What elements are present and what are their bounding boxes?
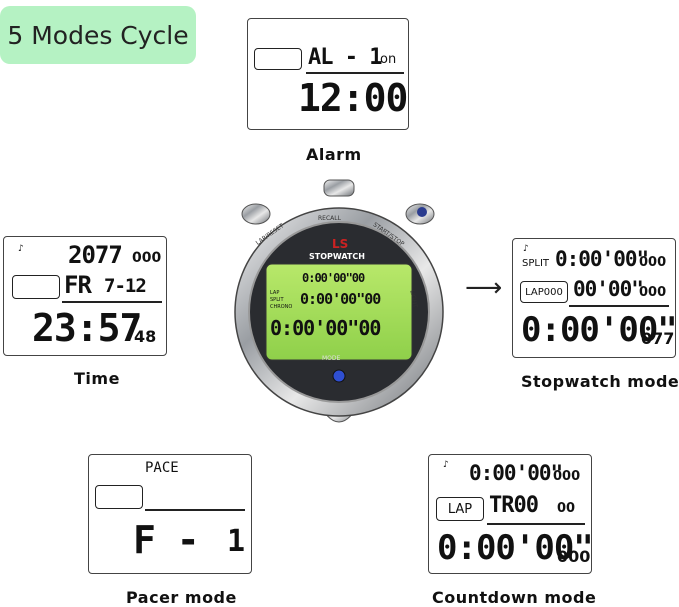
time-seconds: 48 [134,327,157,346]
stopwatch-device: LS [234,179,444,423]
stopwatch-row2-small: 000 [639,285,667,300]
lcd-row2: 0:00'00"00 [300,290,381,308]
alarm-on-label: on [380,52,397,67]
time-year-small: 000 [132,250,162,266]
crown-button[interactable] [323,179,355,197]
watch-btn-mode: MODE [322,355,341,362]
countdown-tr-small: 00 [557,501,576,516]
lcd-chrono: CHRONO [270,304,293,310]
time-caption: Time [74,369,120,388]
time-panel: ♪ 2077 000 FR 7-12 23:57 48 [3,236,167,356]
time-divider [62,301,162,303]
time-date: 7-12 [104,275,147,297]
stopwatch-panel: ♪ SPLIT 0:00'00" 000 LAP000 00'00" 000 0… [512,238,678,358]
time-main: 23:57 [32,306,142,350]
pacer-caption: Pacer mode [126,588,237,607]
countdown-row1-small: 000 [553,469,581,484]
pacer-panel: PACE F - 1 [88,454,252,574]
alarm-indicator-box [254,48,302,70]
pacer-divider [145,509,245,511]
countdown-tr: TR00 [489,493,539,518]
alarm-main-time: 12:00 [298,76,408,120]
countdown-caption: Countdown mode [432,588,597,607]
watch-brand: STOPWATCH [309,252,365,261]
alarm-caption: Alarm [306,145,362,164]
countdown-row1: 0:00'00" [469,461,563,485]
stopwatch-main: 0:00'00" [521,310,678,350]
watch-btn-recall: RECALL [318,215,341,222]
countdown-divider [487,523,585,525]
modes-badge: 5 Modes Cycle [0,6,196,64]
lcd-split: SPLIT [270,297,284,303]
stopwatch-lap-box: LAP000 [520,281,568,303]
countdown-main-small: 000 [557,547,591,566]
stopwatch-row1: 0:00'00" [555,247,649,271]
stopwatch-split-label: SPLIT [522,258,550,269]
arrow-icon: ⟶ [465,273,503,303]
countdown-lap-box: LAP [436,497,484,521]
stopwatch-note-icon: ♪ [523,244,529,254]
stopwatch-caption: Stopwatch mode [521,372,679,391]
time-year: 2077 [68,241,123,269]
countdown-note-icon: ♪ [443,460,449,470]
time-indicator-box [12,275,60,299]
pacer-value: 1 [227,524,245,559]
right-button-cap [417,207,427,217]
pacer-indicator-box [95,485,143,509]
left-button[interactable] [241,203,271,225]
lcd-row1: 0:00'00"00 [302,271,365,285]
alarm-top-text: AL - 1 [308,45,382,70]
stopwatch-divider [569,305,669,307]
lcd-main: 0:00'00"00 [270,316,381,340]
mode-button[interactable] [332,369,346,383]
lcd-lap: LAP [270,290,280,296]
lcd-screen [265,263,413,361]
pacer-main: F - [133,518,200,562]
time-note-icon: ♪ [18,244,24,254]
stopwatch-row2: 00'00" [573,277,644,301]
alarm-divider [306,72,404,74]
time-day: FR [64,271,92,299]
countdown-main: 0:00'00" [437,528,594,568]
countdown-panel: ♪ 0:00'00" 000 LAP TR00 00 0:00'00" 000 [428,454,594,574]
brand-logo: LS [332,237,348,251]
stopwatch-row1-small: 000 [639,255,667,270]
stopwatch-main-small: 077 [641,329,675,348]
pacer-label: PACE [145,460,179,476]
alarm-panel: AL - 1 on 12:00 [247,18,409,130]
